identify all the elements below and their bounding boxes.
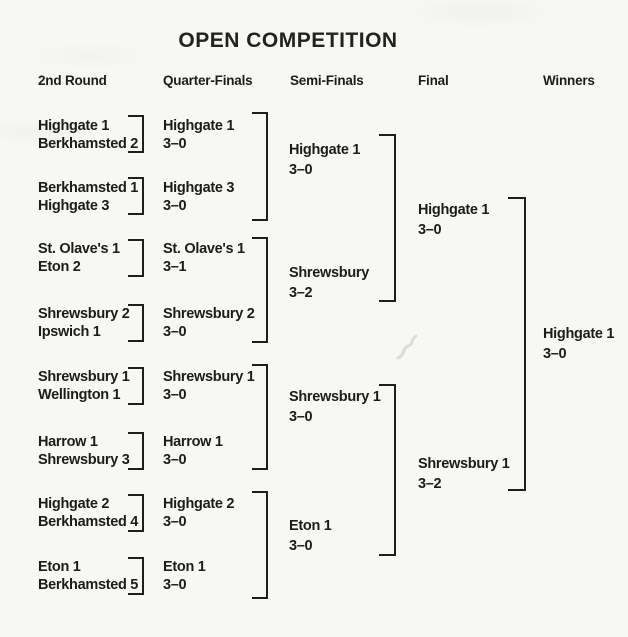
round2-match-5: Shrewsbury 1 Wellington 1	[38, 368, 130, 404]
connector-bracket-final	[508, 197, 526, 491]
team-name: Harrow 1	[38, 434, 98, 450]
team-name: Shrewsbury 3	[38, 452, 130, 468]
semifinal-result-1: Highgate 1 3–0	[289, 140, 360, 180]
match-score: 3–0	[163, 514, 187, 530]
team-name: Ipswich 1	[38, 324, 101, 340]
connector-bracket-r2-7	[128, 494, 144, 532]
team-name: Berkhamsted 4	[38, 514, 139, 530]
match-score: 3–0	[163, 198, 187, 214]
connector-bracket-qf-1	[252, 112, 268, 221]
winner-name: Highgate 1	[289, 142, 361, 158]
round2-match-7: Highgate 2 Berkhamsted 4	[38, 495, 138, 531]
team-name: Shrewsbury 1	[38, 369, 130, 385]
column-header-semi-finals: Semi-Finals	[290, 73, 364, 88]
column-header-winners: Winners	[543, 73, 595, 88]
match-score: 3–2	[418, 476, 442, 492]
connector-bracket-r2-2	[128, 177, 144, 215]
winner-name: Eton 1	[163, 559, 206, 575]
winner-name: Highgate 2	[163, 496, 235, 512]
round2-match-8: Eton 1 Berkhamsted 5	[38, 558, 138, 594]
match-score: 3–0	[289, 538, 313, 554]
match-score: 3–0	[418, 222, 442, 238]
winner-name: St. Olave's 1	[163, 241, 245, 257]
winner-name: Highgate 1	[543, 326, 615, 342]
connector-bracket-r2-8	[128, 557, 144, 595]
page-title: OPEN COMPETITION	[178, 29, 398, 52]
column-header-final: Final	[418, 73, 449, 88]
match-score: 3–0	[163, 452, 187, 468]
round2-match-1: Highgate 1 Berkhamsted 2	[38, 117, 138, 153]
quarterfinal-result-7: Highgate 2 3–0	[163, 495, 234, 531]
match-score: 3–0	[163, 577, 187, 593]
connector-bracket-r2-6	[128, 432, 144, 470]
team-name: Eton 1	[38, 559, 81, 575]
round2-match-4: Shrewsbury 2 Ipswich 1	[38, 305, 130, 341]
winner-name: Highgate 1	[418, 202, 490, 218]
match-score: 3–0	[163, 136, 187, 152]
connector-bracket-qf-4	[252, 491, 268, 599]
winner-name: Shrewsbury 2	[163, 306, 255, 322]
semifinal-result-3: Shrewsbury 1 3–0	[289, 387, 381, 427]
connector-bracket-sf-1	[379, 134, 396, 302]
team-name: St. Olave's 1	[38, 241, 120, 257]
quarterfinal-result-2: Highgate 3 3–0	[163, 179, 234, 215]
semifinal-result-4: Eton 1 3–0	[289, 516, 332, 556]
champion-result: Highgate 1 3–0	[543, 324, 614, 364]
round2-match-2: Berkhamsted 1 Highgate 3	[38, 179, 138, 215]
match-score: 3–0	[289, 162, 313, 178]
team-name: Shrewsbury 2	[38, 306, 130, 322]
team-name: Berkhamsted 1	[38, 180, 139, 196]
connector-bracket-qf-2	[252, 237, 268, 343]
connector-bracket-r2-1	[128, 115, 144, 153]
connector-bracket-sf-2	[379, 384, 396, 556]
quarterfinal-result-8: Eton 1 3–0	[163, 558, 206, 594]
quarterfinal-result-6: Harrow 1 3–0	[163, 433, 223, 469]
winner-name: Shrewsbury 1	[289, 389, 381, 405]
connector-bracket-qf-3	[252, 364, 268, 470]
team-name: Highgate 1	[38, 118, 110, 134]
match-score: 3–2	[289, 285, 313, 301]
connector-bracket-r2-3	[128, 239, 144, 277]
quarterfinal-result-5: Shrewsbury 1 3–0	[163, 368, 255, 404]
team-name: Eton 2	[38, 259, 81, 275]
winner-name: Shrewsbury	[289, 265, 369, 281]
quarterfinal-result-3: St. Olave's 1 3–1	[163, 240, 245, 276]
faint-smudge-mark	[396, 334, 418, 360]
final-result-2: Shrewsbury 1 3–2	[418, 454, 510, 494]
semifinal-result-2: Shrewsbury 3–2	[289, 263, 369, 303]
match-score: 3–0	[543, 346, 567, 362]
connector-bracket-r2-4	[128, 304, 144, 342]
team-name: Highgate 3	[38, 198, 110, 214]
match-score: 3–1	[163, 259, 187, 275]
quarterfinal-result-1: Highgate 1 3–0	[163, 117, 234, 153]
winner-name: Highgate 1	[163, 118, 235, 134]
final-result-1: Highgate 1 3–0	[418, 200, 489, 240]
round2-match-3: St. Olave's 1 Eton 2	[38, 240, 120, 276]
team-name: Highgate 2	[38, 496, 110, 512]
match-score: 3–0	[163, 387, 187, 403]
team-name: Wellington 1	[38, 387, 121, 403]
winner-name: Shrewsbury 1	[163, 369, 255, 385]
winner-name: Eton 1	[289, 518, 332, 534]
column-header-quarter-finals: Quarter-Finals	[163, 73, 253, 88]
match-score: 3–0	[163, 324, 187, 340]
winner-name: Highgate 3	[163, 180, 235, 196]
round2-match-6: Harrow 1 Shrewsbury 3	[38, 433, 130, 469]
winner-name: Harrow 1	[163, 434, 223, 450]
winner-name: Shrewsbury 1	[418, 456, 510, 472]
quarterfinal-result-4: Shrewsbury 2 3–0	[163, 305, 255, 341]
team-name: Berkhamsted 2	[38, 136, 139, 152]
connector-bracket-r2-5	[128, 367, 144, 405]
match-score: 3–0	[289, 409, 313, 425]
team-name: Berkhamsted 5	[38, 577, 139, 593]
column-header-2nd-round: 2nd Round	[38, 73, 107, 88]
